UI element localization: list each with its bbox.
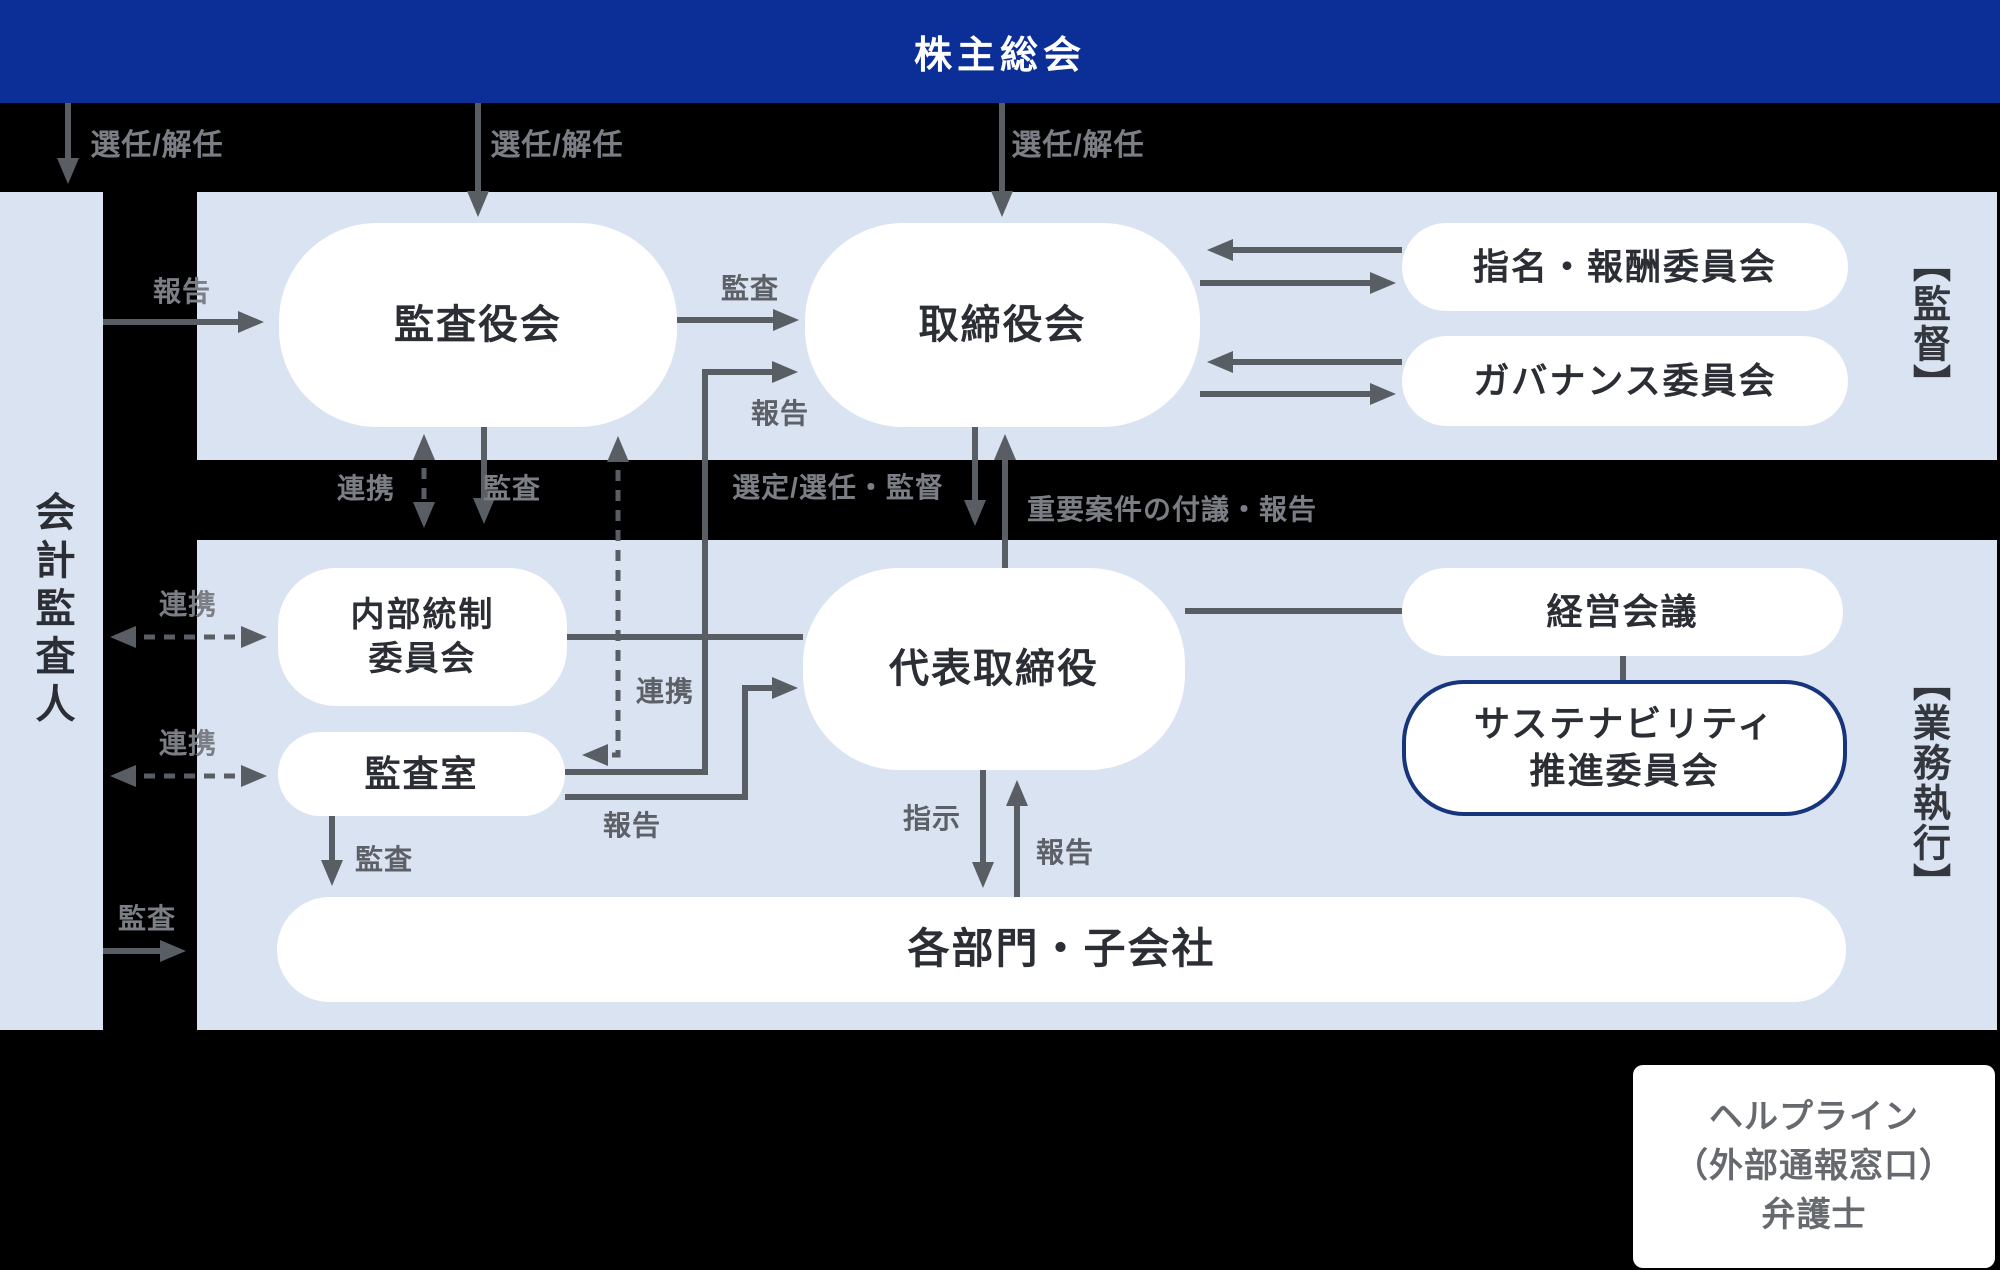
label-audit-office-down: 監査 [354,844,414,875]
label-report-auditor: 報告 [152,276,212,307]
shareholders-meeting-banner: 株主総会 [0,0,2000,103]
shareholders-meeting-label: 株主総会 [913,35,1086,77]
audit-office-label: 監査室 [364,752,479,794]
label-appoint-dismiss-2: 選任/解任 [490,129,624,162]
board-of-directors-label: 取締役会 [918,303,1087,347]
label-important-matters: 重要案件の付議・報告 [1026,494,1318,525]
helpline-line2: （外部通報窓口） [1674,1146,1954,1185]
accounting-auditor-panel [0,192,103,1030]
nomination-compensation-label: 指名・報酬委員会 [1472,245,1777,287]
representative-director-label: 代表取締役 [889,647,1099,691]
label-cooperation-internal: 連携 [158,589,218,620]
sustainability-line1: サステナビリティ [1473,703,1776,745]
helpline-line3: 弁護士 [1761,1196,1867,1235]
label-cooperation-audit-office: 連携 [635,676,695,707]
label-cooperation-strip: 連携 [336,473,396,504]
helpline-line1: ヘルプライン [1709,1097,1919,1136]
label-audit-to-board: 監査 [720,273,780,304]
label-appoint-dismiss-3: 選任/解任 [1011,129,1145,162]
internal-control-line1: 内部統制 [350,595,495,634]
execution-section-label: 【業務執行】 [1906,663,1949,903]
node-nomination-compensation-committee: 指名・報酬委員会 [1402,223,1848,311]
label-report-to-representative: 報告 [602,810,662,841]
label-instruction: 指示 [902,803,962,834]
label-report-up: 報告 [1035,837,1095,868]
audit-supervisory-board-label: 監査役会 [394,303,562,347]
supervision-section-label: 【監督】 [1906,244,1949,404]
node-management-meeting: 経営会議 [1402,568,1843,656]
label-report-to-board: 報告 [750,398,810,429]
label-audit-bottom: 監査 [117,903,177,934]
node-sustainability-committee: サステナビリティ 推進委員会 [1402,680,1847,816]
label-audit-to-internal: 監査 [482,473,542,504]
node-divisions-subsidiaries: 各部門・子会社 [277,897,1846,1002]
node-internal-control-committee: 内部統制 委員会 [278,568,567,706]
internal-control-line2: 委員会 [368,640,477,678]
node-governance-committee: ガバナンス委員会 [1402,336,1848,426]
node-helpline: ヘルプライン （外部通報窓口） 弁護士 [1633,1065,1995,1268]
node-audit-supervisory-board: 監査役会 [279,223,677,427]
node-audit-office: 監査室 [278,732,565,816]
governance-committee-label: ガバナンス委員会 [1473,359,1777,401]
management-meeting-label: 経営会議 [1546,590,1699,632]
label-cooperation-audit-office-left: 連携 [158,728,218,759]
node-board-of-directors: 取締役会 [805,223,1200,427]
divisions-subsidiaries-label: 各部門・子会社 [907,925,1216,973]
node-representative-director: 代表取締役 [803,568,1185,770]
label-appoint-dismiss-1: 選任/解任 [90,129,224,162]
sustainability-line2: 推進委員会 [1529,750,1720,791]
accounting-auditor-label: 会計監査人 [29,491,74,731]
label-selection-supervision: 選定/選任・監督 [732,472,944,503]
